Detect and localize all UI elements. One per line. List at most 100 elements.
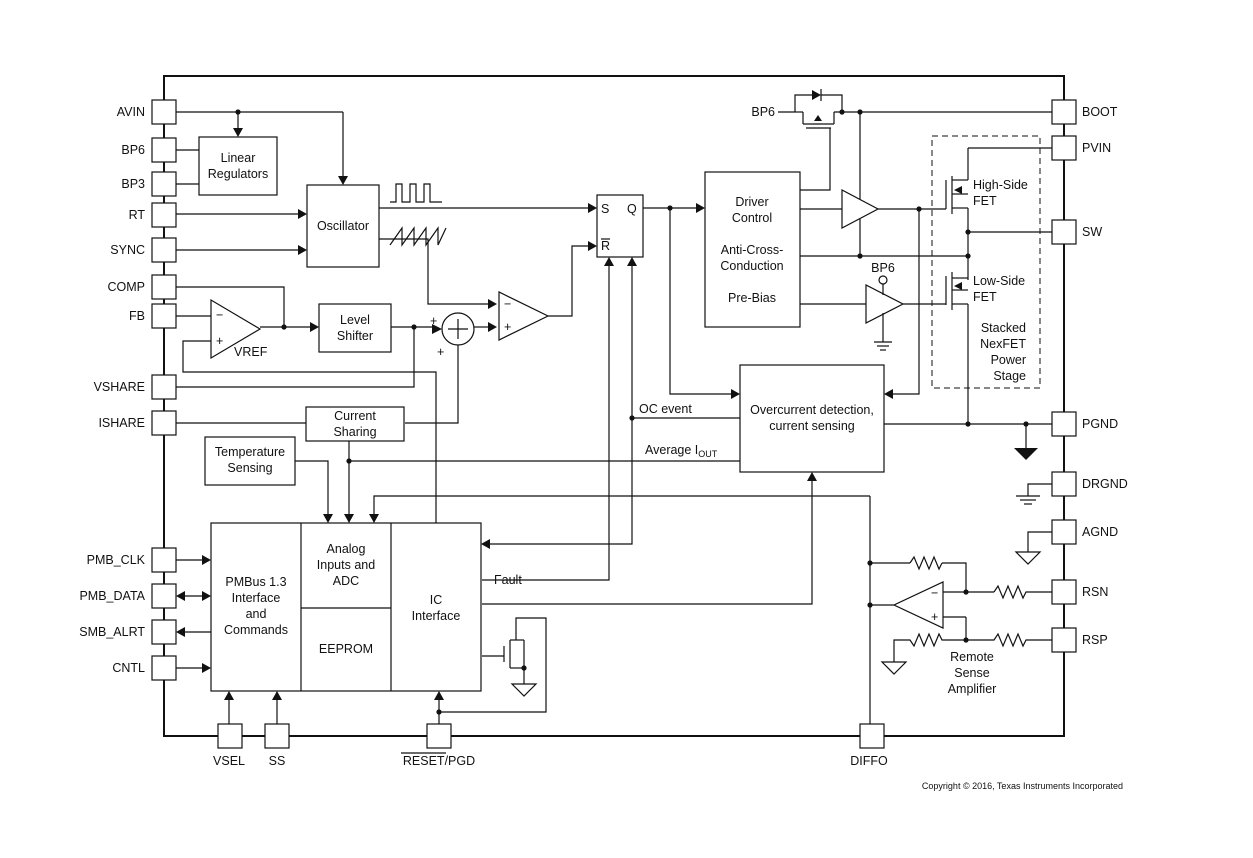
label-pmb-data: PMB_DATA: [79, 589, 145, 603]
pwm-minus: −: [504, 297, 511, 311]
pin-ss: [264, 723, 290, 749]
label-boot: BOOT: [1082, 105, 1118, 119]
overcurrent-line1: Overcurrent detection,: [750, 403, 874, 417]
linear-reg-line1: Linear: [221, 151, 256, 165]
label-sw: SW: [1082, 225, 1102, 239]
power-stage-line2: NexFET: [980, 337, 1026, 351]
driver-line3: Anti-Cross-: [721, 243, 784, 257]
pin-ishare: [151, 410, 177, 436]
current-sharing-block: [305, 406, 405, 442]
fault-label: Fault: [494, 573, 522, 587]
pin-pgnd: [1051, 411, 1077, 437]
pin-avin: [151, 99, 177, 125]
ea-plus: +: [216, 334, 223, 348]
label-pgnd: PGND: [1082, 417, 1118, 431]
low-side-driver: [865, 284, 905, 324]
high-side-line1: High-Side: [973, 178, 1028, 192]
analog-line2: Inputs and: [317, 558, 375, 572]
pin-rsp: [1051, 627, 1077, 653]
bottom-pins: [217, 723, 885, 749]
pin-pmb-data: [151, 583, 177, 609]
pwm-comparator: [498, 291, 550, 341]
driver-line2: Control: [732, 211, 772, 225]
label-drgnd: DRGND: [1082, 477, 1128, 491]
low-side-line1: Low-Side: [973, 274, 1025, 288]
pwm-plus: +: [504, 320, 511, 334]
remote-sense-line2: Sense: [954, 666, 989, 680]
bp6-lowgate-label: BP6: [871, 261, 895, 275]
right-pin-labels: BOOT PVIN SW PGND DRGND AGND RSN RSP: [1082, 105, 1128, 647]
right-pins: [1051, 99, 1077, 653]
pmbus-line4: Commands: [224, 623, 288, 637]
driver-line1: Driver: [735, 195, 768, 209]
label-pgd: /PGD: [445, 754, 476, 768]
ic-interface-line2: Interface: [412, 609, 461, 623]
label-reset-overbar: RESET: [403, 754, 445, 768]
ea-minus: −: [216, 308, 223, 322]
current-sharing-line2: Sharing: [333, 425, 376, 439]
analog-line3: ADC: [333, 574, 359, 588]
eeprom-label: EEPROM: [319, 642, 373, 656]
driver-line4: Conduction: [720, 259, 783, 273]
remote-sense-line1: Remote: [950, 650, 994, 664]
latch-s: S: [601, 202, 609, 216]
pin-vsel: [217, 723, 243, 749]
current-sharing-line1: Current: [334, 409, 376, 423]
power-stage-box: [931, 135, 1041, 389]
pin-drgnd: [1051, 471, 1077, 497]
oc-event-label: OC event: [639, 402, 692, 416]
average-iout-label: Average IOUT: [645, 443, 718, 459]
temp-sensing-line2: Sensing: [227, 461, 272, 475]
label-smb-alrt: SMB_ALRT: [79, 625, 145, 639]
remote-sense-line3: Amplifier: [948, 682, 997, 696]
pin-smb-alrt: [151, 619, 177, 645]
pin-comp: [151, 274, 177, 300]
latch-r: R: [601, 239, 610, 253]
analog-line1: Analog: [327, 542, 366, 556]
sawtooth-waveform: [389, 226, 447, 247]
pmbus-line3: and: [246, 607, 267, 621]
label-rsp: RSP: [1082, 633, 1108, 647]
high-side-line2: FET: [973, 194, 997, 208]
level-shifter-line1: Level: [340, 313, 370, 327]
average-iout-text: Average I: [645, 443, 698, 457]
label-bp3: BP3: [121, 177, 145, 191]
level-shifter-block: [318, 303, 392, 353]
latch-q: Q: [627, 202, 637, 216]
label-diffo: DIFFO: [850, 754, 888, 768]
linear-regulators-block: [198, 136, 278, 196]
pin-sw: [1051, 219, 1077, 245]
label-avin: AVIN: [117, 105, 145, 119]
boot-diode: [812, 90, 821, 100]
label-vsel: VSEL: [213, 754, 245, 768]
label-pmb-clk: PMB_CLK: [87, 553, 146, 567]
pin-pvin: [1051, 135, 1077, 161]
temp-sensing-line1: Temperature: [215, 445, 285, 459]
left-pin-labels: AVIN BP6 BP3 RT SYNC COMP FB VSHARE ISHA…: [79, 105, 145, 675]
pin-cntl: [151, 655, 177, 681]
label-ishare: ISHARE: [98, 416, 145, 430]
remote-sense-amplifier: [892, 581, 944, 629]
rsa-minus: −: [931, 586, 938, 600]
label-agnd: AGND: [1082, 525, 1118, 539]
bottom-pin-labels: VSEL SS RESET/PGD DIFFO: [213, 752, 888, 768]
pgnd-ground-symbol: [1014, 448, 1038, 460]
digital-core-block: [210, 522, 482, 692]
driver-control-block: [704, 171, 801, 328]
label-pvin: PVIN: [1082, 141, 1111, 155]
clock-waveform: [390, 183, 442, 203]
sum-plus-bottom: +: [437, 345, 444, 359]
label-ss: SS: [269, 754, 286, 768]
pin-pmb-clk: [151, 547, 177, 573]
pin-bp6: [151, 137, 177, 163]
label-rsn: RSN: [1082, 585, 1108, 599]
overcurrent-line2: current sensing: [769, 419, 855, 433]
copyright-text: Copyright © 2016, Texas Instruments Inco…: [922, 781, 1123, 791]
pin-sync: [151, 237, 177, 263]
label-fb: FB: [129, 309, 145, 323]
bp6-internal-label: BP6: [751, 105, 775, 119]
pin-boot: [1051, 99, 1077, 125]
left-pins: [151, 99, 177, 681]
rsa-ground-symbol: [880, 661, 908, 675]
power-stage-line1: Stacked: [981, 321, 1026, 335]
